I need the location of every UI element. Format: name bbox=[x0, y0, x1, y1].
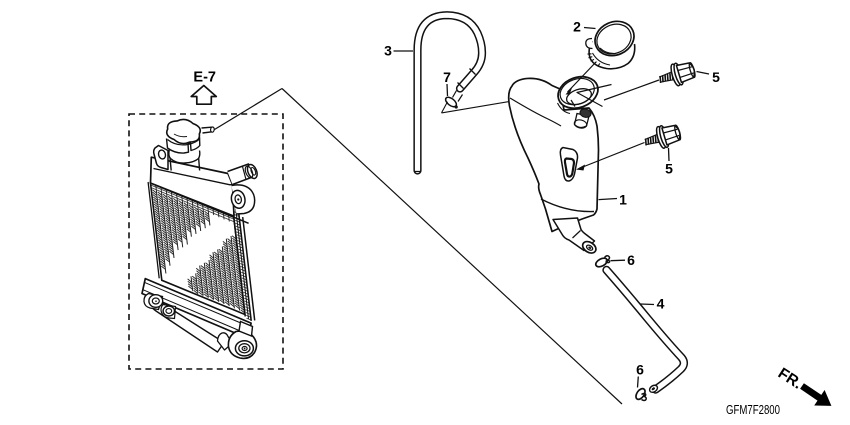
svg-text:GFM7F2800: GFM7F2800 bbox=[726, 403, 780, 417]
svg-text:6: 6 bbox=[636, 362, 644, 378]
svg-text:E-7: E-7 bbox=[193, 70, 216, 86]
svg-text:7: 7 bbox=[443, 69, 451, 85]
svg-text:1: 1 bbox=[619, 192, 627, 208]
svg-text:3: 3 bbox=[384, 43, 392, 59]
svg-text:2: 2 bbox=[573, 19, 581, 35]
svg-text:4: 4 bbox=[657, 296, 665, 312]
svg-text:5: 5 bbox=[712, 69, 720, 85]
svg-text:6: 6 bbox=[627, 252, 635, 268]
svg-text:5: 5 bbox=[665, 161, 673, 177]
